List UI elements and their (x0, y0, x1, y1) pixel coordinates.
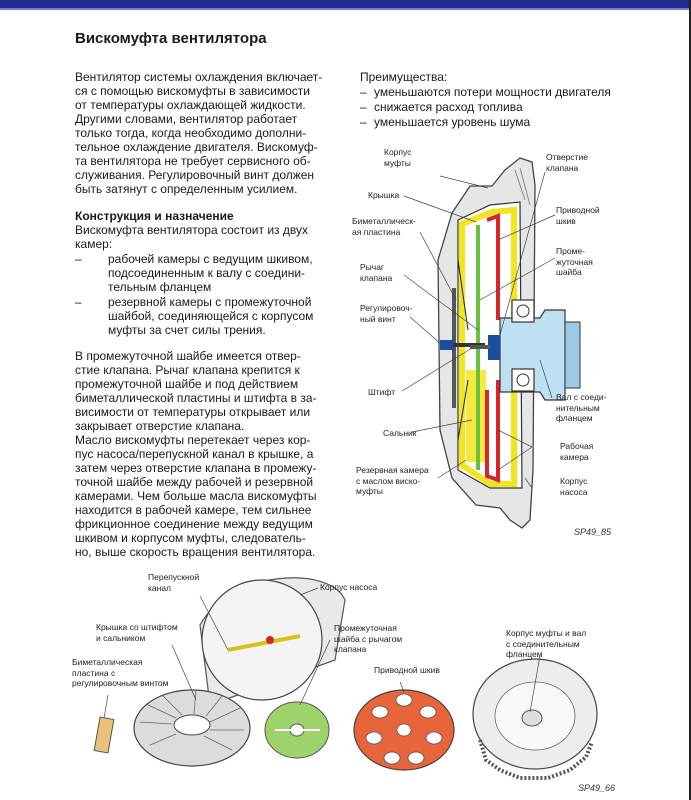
label-shtift: Штифт (368, 387, 396, 397)
cover-ribs (139, 689, 244, 751)
label-kryshka: Крышка (368, 190, 400, 200)
text-line: от температуры охлаждающей жидкости. (75, 98, 306, 112)
coupling-fins (478, 739, 594, 780)
text-line: стие клапана. Рычаг клапана крепится к (75, 363, 300, 377)
text-line: та вентилятора не требует сервисного об- (75, 154, 311, 168)
page-title: Вискомуфта вентилятора (75, 30, 267, 47)
advantage-item: уменьшаются потери мощности двигателя (374, 85, 611, 99)
adjusting-screw (440, 340, 454, 350)
leader-lines-2 (103, 587, 541, 719)
list-bullet: – (360, 100, 367, 114)
list-bullet: – (360, 115, 367, 129)
text-line: висимости от температуры открывает или (75, 405, 311, 419)
label-privod-2: Приводной шкив (374, 665, 440, 675)
text-line: В промежуточной шайбе имеется отвер- (75, 349, 301, 363)
bimetal-small (93, 716, 115, 754)
text-line: затем через отверстие клапана в промежу- (75, 461, 317, 475)
figure-code: SP49_85 (574, 527, 612, 537)
pin (470, 345, 490, 349)
advantage-item: уменьшается уровень шума (374, 115, 531, 129)
text-line: промежуточной шайбе и под действием (75, 377, 299, 391)
text-line: только тогда, когда необходимо дополни- (75, 126, 307, 140)
list-item-line: муфты за счет силы трения. (108, 323, 266, 337)
text-line: точной шайбе между рабочей и резервной (75, 475, 314, 489)
list-item-line: шайбой, соединяющейся с корпусом (108, 309, 314, 323)
text-line: шкивом и корпусом муфты, следователь- (75, 531, 306, 545)
text-line: находится в рабочей камере, тем сильнее (75, 503, 312, 517)
reserve-chamber (459, 206, 517, 487)
page-edge (689, 0, 691, 800)
text-line: Вентилятор системы охлаждения включает- (75, 70, 323, 84)
list-bullet: – (360, 85, 367, 99)
label-bimetal: Биметаллическ-ая пластина (352, 216, 416, 237)
advantages-heading: Преимущества: (360, 70, 448, 84)
text-line: камерами. Чем больше масла вискомуфты (75, 489, 317, 503)
list-bullet: – (75, 252, 82, 266)
text-line: ся с помощью вискомуфты в зависимости (75, 84, 310, 98)
text-line: Вискомуфта вентилятора состоит из двух (75, 223, 308, 237)
list-item-line: подсоединенным к валу с соедини- (108, 266, 306, 280)
label-reg-vint: Регулировоч-ный винт (360, 303, 413, 324)
text-line: служивания. Регулировочный винт должен (75, 168, 315, 182)
bypass-channel (227, 634, 301, 652)
figure-code-2: SP49_66 (578, 783, 616, 793)
section-heading: Конструкция и назначение (75, 209, 234, 223)
header-stripe (0, 8, 691, 10)
magnifier-circle (201, 579, 323, 701)
text-line: тельное охлаждение двигателя. Вискомуф- (75, 140, 318, 154)
list-item-line: рабочей камеры с ведущим шкивом, (108, 252, 313, 266)
list-item-line: тельным фланцем (108, 280, 212, 294)
text-line: Другими словами, вентилятор работает (75, 112, 298, 126)
valve-opening (488, 335, 500, 360)
leader-lines (401, 171, 556, 489)
list-item-line: резервной камеры с промежуточной (108, 295, 312, 309)
advantage-item: снижается расход топлива (374, 100, 523, 114)
text-line: быть затянут с определенным усилием. (75, 182, 298, 196)
header-bar (0, 0, 691, 8)
text-line: пус насоса/перепускной канал в крышке, а (75, 447, 314, 461)
label-salnik: Сальник (383, 428, 417, 438)
text-line: биметаллической пластины и штифта в за- (75, 391, 317, 405)
text-line: Масло вискомуфты перетекает через кор- (75, 433, 311, 447)
text-line: но, выше скорость вращения вентилятора. (75, 545, 316, 559)
list-bullet: – (75, 295, 82, 309)
label-korpus-nasosa-2: Корпус насоса (320, 582, 378, 592)
text-line: закрывает отверстие клапана. (75, 419, 245, 433)
text-line: камер: (75, 237, 113, 251)
text-line: фрикционное соединение между ведущим (75, 517, 313, 531)
